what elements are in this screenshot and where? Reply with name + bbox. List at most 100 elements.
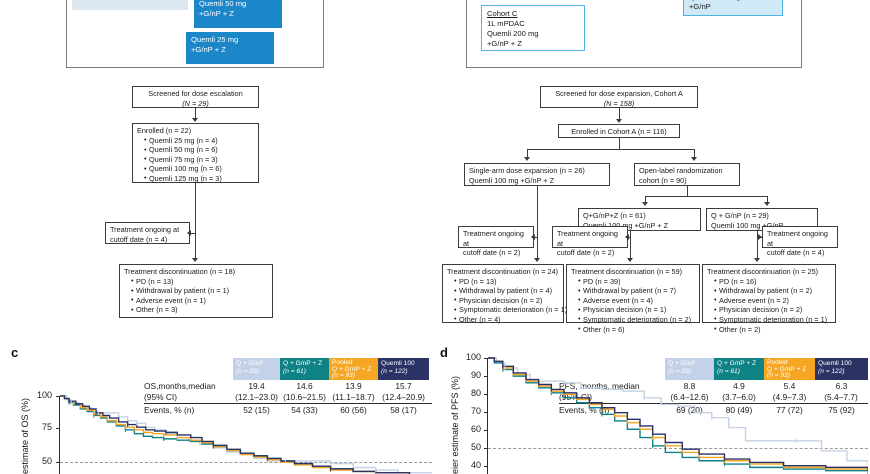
b-disc2-item: Other (n = 6) [578,324,695,335]
legend-name2: Q + G/nP + Z [332,365,372,373]
panel-c-legend-q-gnp[interactable]: Q + G/nP (n = 29) [233,358,280,380]
panel-d-stats-label-row1-l2: (95% CI) [559,392,593,402]
panel-c-events-v4: 58 (17) [390,405,417,415]
panel-b-ongoing-qgnp-box: Treatment ongoing at cutoff date (n = 4) [762,226,838,257]
panel-a-screened-box: Screened for dose escalation (N = 29) [132,86,259,108]
enrolled-item: Quemli 125 mg (n = 3) [144,173,254,184]
panel-c-legend-q-gnp-z[interactable]: Q + G/nP + Z (n = 61) [280,358,329,380]
panel-d-legend-q-gnp[interactable]: Q + G/nP (n = 29) [665,358,714,380]
b-arrow-open-label [691,157,697,161]
b-split2-h [645,196,767,197]
screened-line2: (N = 29) [182,98,209,108]
b-open-line1: Open-label randomization [639,166,723,175]
panel-a-enrolled-box: Enrolled (n = 22) Quemli 25 mg (n = 4) Q… [132,123,259,183]
b-arm-line1: Q + G/nP (n = 29) [711,211,769,220]
panel-a-quemli-50-box[interactable]: Quemli 50 mg +G/nP + Z [194,0,282,28]
b-ong1-line1: Treatment ongoing at [463,229,524,248]
b-disc1-head: Treatment discontinuation (n = 24) [447,267,559,276]
b-conn-ong2 [628,237,631,238]
panel-d-stats-v4: 6.3 [835,381,848,391]
panel-c-letter: c [11,345,19,360]
b-arrow-disc3 [754,258,760,262]
b-disc2-item: Withdrawal by patient (n = 7) [578,286,695,296]
panel-b-cohort-c-box[interactable]: Cohort C 1L mPDAC Quemli 200 mg +G/nP + … [481,5,585,51]
panel-d-stats-ci2: (3.7–6.0) [722,392,756,402]
a-disc-head: Treatment discontinuation (n = 18) [124,267,236,276]
legend-name: Q + G/nP + Z [717,360,757,367]
quemli-25-line2: +G/nP + Z [191,45,226,54]
panel-c-y-axis-line [59,396,60,474]
b-conn-screened-enrolled [619,108,620,120]
panel-c-median-reference-line [60,462,432,463]
panel-d-ytick-50: 50 [470,442,481,452]
b-split-right [694,149,695,158]
b-arrow-single-arm [524,157,530,161]
panel-d-tickmark-60 [484,430,487,431]
legend-name: Pooled [767,359,788,366]
b-open-line2: cohort (n = 90) [639,175,687,185]
panel-c-stats-v4: 15.7 [395,381,412,391]
b-conn-ong1 [534,237,538,238]
legend-name: Q + G/nP + Z [283,360,323,367]
panel-c-stats-rule [144,403,432,404]
panel-c-legend-quemli100[interactable]: Quemli 100 (n = 122) [378,358,429,380]
panel-d-legend-q-gnp-z[interactable]: Q + G/nP + Z (n = 61) [714,358,764,380]
b-screened-line2: (N = 158) [603,98,635,108]
enrolled-item: Quemli 50 mg (n = 6) [144,145,254,155]
panel-c-legend-pooled[interactable]: Pooled Q + G/nP + Z (n = 93) [329,358,378,380]
panel-c-stats-label-row2: Events, % (n) [144,405,195,415]
b-disc3-item: Symptomatic deterioration (n = 1) [714,314,831,325]
b-enrolled-line1: Enrolled in Cohort A (n = 116) [571,127,667,136]
panel-d-events-v4: 75 (92) [828,405,855,415]
panel-c-stats-v3: 13.9 [345,381,362,391]
panel-d-stats-ci1: (6.4–12.6) [670,392,709,402]
panel-c-y-axis-title: estimate of OS (%) [20,397,30,474]
panel-a-pale-bar [72,0,188,10]
legend-n: (n = 122) [381,367,408,375]
b-ong2-line1: Treatment ongoing at [557,229,618,248]
panel-d-events-v3: 77 (72) [776,405,803,415]
panel-d-legend-quemli100[interactable]: Quemli 100 (n = 122) [815,358,868,380]
panel-d-stats-v3: 5.4 [783,381,796,391]
b-ong3-line2: cutoff date (n = 4) [767,248,825,258]
panel-d-tickmark-40 [484,466,487,467]
enrolled-item: Quemli 75 mg (n = 3) [144,154,254,165]
a-disc-item: Other (n = 3) [131,305,268,315]
b-ong1-line2: cutoff date (n = 2) [463,248,521,258]
panel-c-tickmark-50 [56,462,59,463]
b-conn-arm-down [757,231,758,261]
b-disc3-head: Treatment discontinuation (n = 25) [707,267,819,276]
panel-a-quemli-25-box[interactable]: Quemli 25 mg +G/nP + Z [186,32,274,64]
panel-d-ytick-40: 40 [470,460,481,470]
b-arrow-ong1 [531,234,535,240]
b-arrow-ong3 [758,234,762,240]
legend-name: Pooled [332,359,353,366]
panel-d-tickmark-70 [484,412,487,413]
panel-d-events-v1: 69 (20) [676,405,703,415]
a-conn-enrolled-down [195,183,196,261]
enrolled-item: Quemli 100 mg (n = 6) [144,164,254,174]
b-arrow-ong2 [625,234,629,240]
panel-d-y-axis-line [487,358,488,474]
b-conn-single-down [537,186,538,261]
legend-n: (n = 93) [332,372,355,380]
b-disc2-item: Symptomatic deterioration (n = 2) [578,314,695,325]
a-ongoing-line1: Treatment ongoing at [110,225,180,234]
quemli-50-line2: +G/nP + Z [199,9,234,18]
a-conn-ongoing [190,233,196,234]
a-disc-item: PD (n = 13) [131,276,268,287]
panel-d-legend-pooled[interactable]: Pooled Q + G/nP + Z (n = 93) [764,358,815,380]
legend-n: (n = 29) [236,367,259,375]
panel-c-stats-ci4: (12.4–20.9) [382,392,425,402]
panel-b-quemli-100-box[interactable]: Quemli 100 mg +G/nP [683,0,783,16]
legend-n: (n = 93) [767,372,790,380]
b-arrow-disc1 [534,258,540,262]
panel-c-tickmark-75 [56,428,59,429]
b-split2-left [645,196,646,203]
b-conn-armz-down [630,231,631,261]
panel-c-ytick-50: 50 [41,456,52,466]
legend-name: Quemli 100 [818,360,852,367]
panel-c-stats-label-row1-l1: OS,months,median [144,381,216,391]
panel-d-stats-v1: 8.8 [683,381,696,391]
b-split-left [527,149,528,158]
